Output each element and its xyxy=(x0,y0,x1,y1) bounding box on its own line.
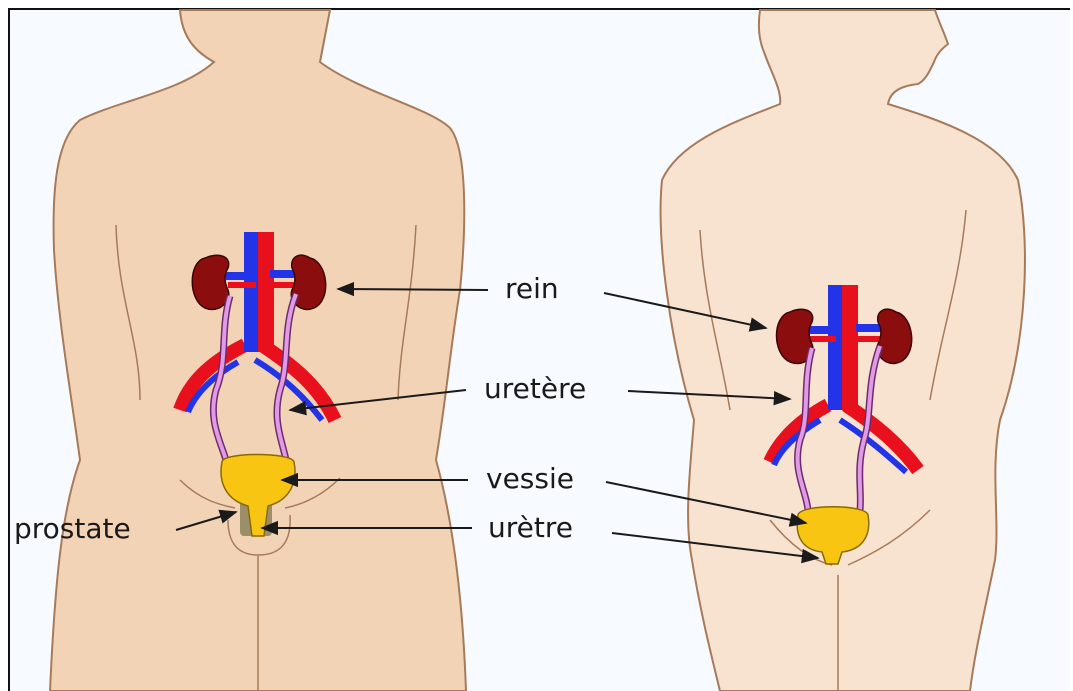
label-uretere: uretère xyxy=(484,372,586,405)
female-figure xyxy=(661,10,1025,691)
label-prostate: prostate xyxy=(14,512,131,545)
label-rein: rein xyxy=(505,272,559,305)
label-uretre: urètre xyxy=(488,511,573,544)
label-vessie: vessie xyxy=(486,462,574,495)
male-left-kidney xyxy=(192,255,229,309)
arrow-rein-male xyxy=(338,289,488,290)
male-figure xyxy=(50,10,466,691)
